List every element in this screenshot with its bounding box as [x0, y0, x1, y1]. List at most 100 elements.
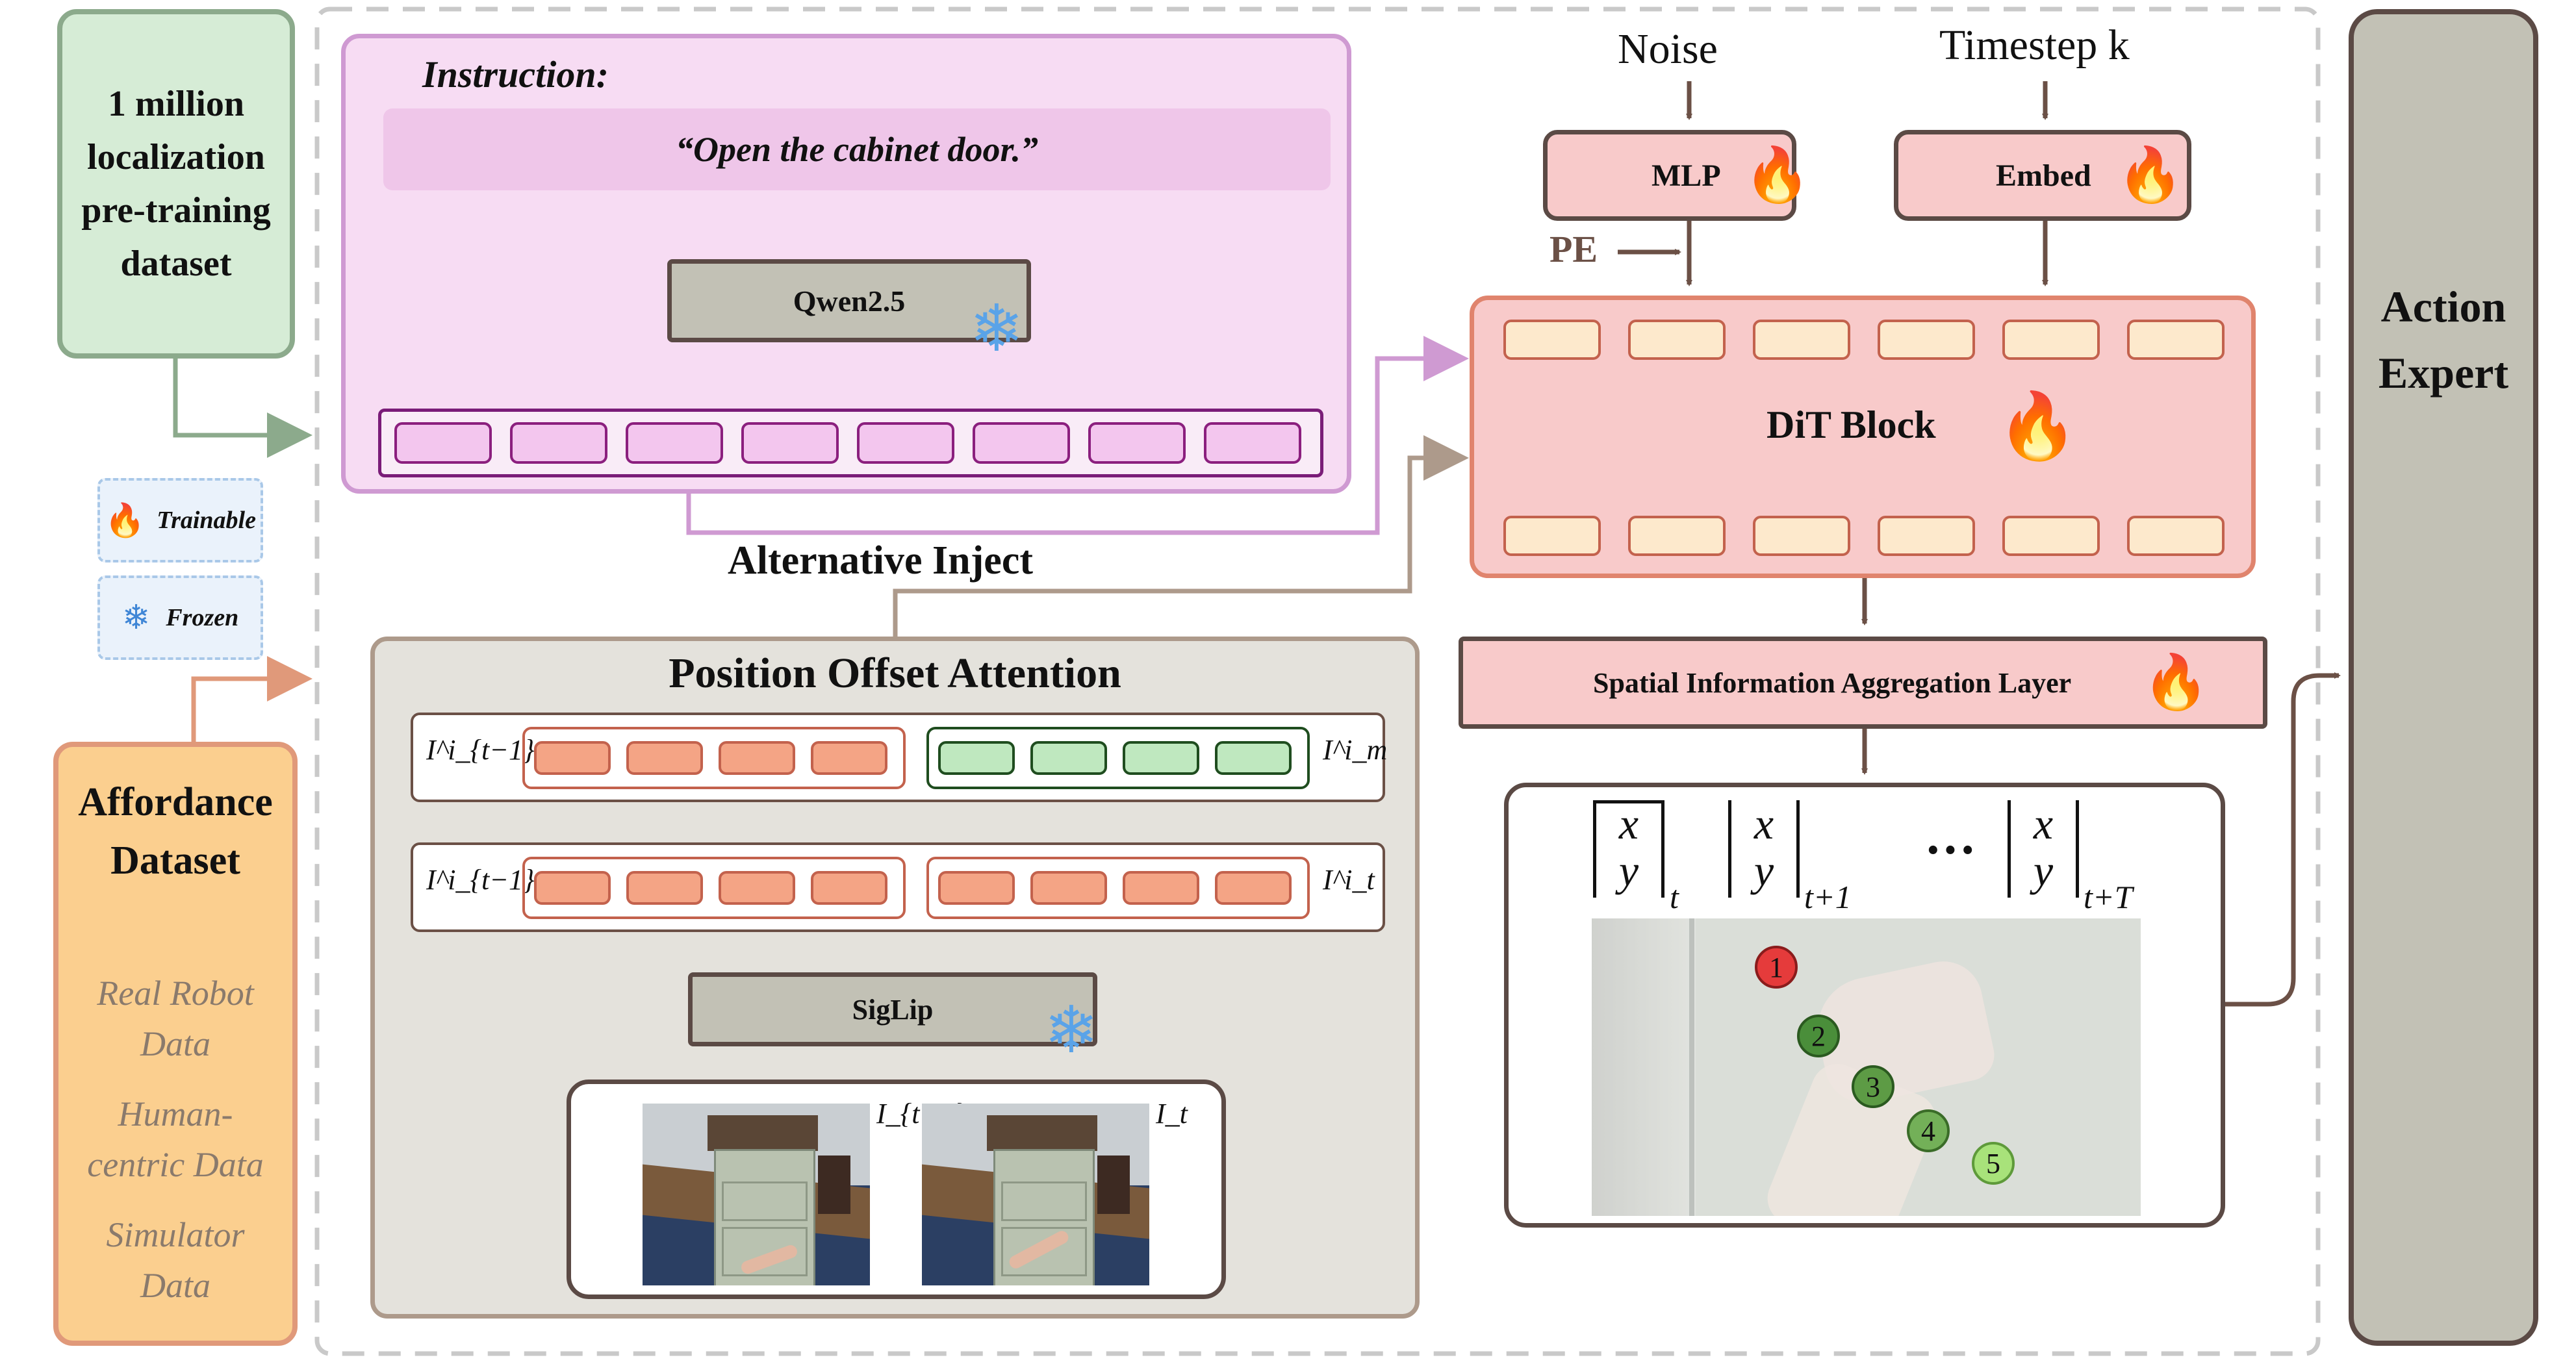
qwen-encoder-label: Qwen2.5 — [793, 284, 906, 318]
affordance-item-human-centric: Human-centric Data — [87, 1094, 264, 1184]
image-token — [938, 871, 1015, 905]
dit-output-token — [1753, 516, 1850, 556]
embed-label: Embed — [1996, 158, 2091, 193]
instruction-text: “Open the cabinet door.” — [675, 130, 1038, 169]
vec-sub-t1: t+1 — [1804, 879, 1852, 915]
dit-input-token — [2002, 320, 2100, 360]
trajectory-point-label: 4 — [1921, 1115, 1935, 1147]
trajectory-point-label: 1 — [1769, 951, 1783, 983]
spatial-aggregation-layer: Spatial Information Aggregation Layer 🔥 — [1459, 637, 2267, 729]
image-token — [626, 741, 703, 775]
instruction-token — [1204, 422, 1301, 464]
snowflake-icon: ❄ — [121, 600, 151, 637]
image-token — [1123, 871, 1199, 905]
trajectory-output-box: x y t x y t+1 ··· x y t+T — [1504, 783, 2225, 1228]
legend-trainable: 🔥 Trainable — [97, 478, 263, 562]
dit-block: DiT Block 🔥 — [1470, 296, 2256, 578]
vec-x: x — [1618, 799, 1639, 848]
instruction-token — [857, 422, 954, 464]
dit-input-token — [2127, 320, 2225, 360]
legend-frozen: ❄ Frozen — [97, 575, 263, 660]
instruction-panel: Instruction: “Open the cabinet door.” Qw… — [341, 34, 1351, 494]
action-expert-box: Action Expert — [2349, 9, 2538, 1346]
legend-frozen-label: Frozen — [166, 604, 239, 631]
image-token — [1215, 871, 1292, 905]
offset-token — [1030, 741, 1107, 775]
dit-output-token — [1628, 516, 1726, 556]
flame-icon: 🔥 — [105, 501, 146, 538]
trajectory-point-4: 4 — [1907, 1109, 1950, 1152]
model-dashed-frame — [314, 6, 2321, 1356]
instruction-token — [741, 422, 839, 464]
instruction-token — [510, 422, 607, 464]
embed-box: Embed 🔥 — [1894, 130, 2191, 221]
spatial-aggregation-label: Spatial Information Aggregation Layer — [1593, 666, 2072, 699]
instruction-text-box: “Open the cabinet door.” — [383, 108, 1331, 190]
timestep-label: Timestep k — [1939, 21, 2130, 69]
siglip-encoder: SigLip — [688, 972, 1097, 1046]
prev-frame-token-group — [522, 857, 906, 919]
dit-input-token — [1628, 320, 1726, 360]
qwen-encoder: Qwen2.5 — [667, 259, 1031, 342]
frame-prev-image — [643, 1104, 870, 1285]
trajectory-point-label: 3 — [1866, 1070, 1880, 1103]
image-token — [534, 871, 611, 905]
legend-trainable-label: Trainable — [157, 507, 256, 534]
prev-frame-token-group — [522, 727, 906, 789]
offset-token — [1215, 741, 1292, 775]
affordance-item-simulator: Simulator Data — [106, 1215, 245, 1305]
flame-icon: 🔥 — [2143, 653, 2210, 712]
dit-block-label: DiT Block — [1766, 403, 1936, 446]
row-mid-right-label: I^i_t — [1323, 864, 1375, 896]
position-offset-attention-panel: Position Offset Attention I^i_{t−1} I^i_… — [370, 637, 1420, 1319]
row-top-right-label: I^i_m — [1323, 734, 1388, 766]
action-expert-label: Action Expert — [2378, 282, 2509, 398]
curr-frame-token-group — [926, 857, 1310, 919]
affordance-title: Affordance Dataset — [78, 780, 273, 883]
trajectory-point-2: 2 — [1797, 1015, 1840, 1057]
vec-y: y — [2033, 846, 2054, 895]
snowflake-icon: ❄ — [969, 293, 1024, 365]
instruction-label: Instruction: — [422, 53, 609, 95]
poa-title: Position Offset Attention — [669, 650, 1121, 697]
instruction-token — [973, 422, 1070, 464]
trajectory-point-5: 5 — [1972, 1142, 2015, 1185]
siglip-encoder-label: SigLip — [852, 993, 934, 1026]
offset-token-group — [926, 727, 1310, 789]
dit-output-token — [1878, 516, 1975, 556]
image-token — [719, 741, 795, 775]
dit-input-token — [1878, 320, 1975, 360]
image-token — [811, 741, 887, 775]
waypoint-vector-tT: x y — [2008, 800, 2079, 898]
poa-row-top: I^i_{t−1} I^i_m — [411, 713, 1388, 802]
instruction-token-row — [378, 409, 1323, 477]
trajectory-point-3: 3 — [1852, 1065, 1894, 1108]
row-top-left-label: I^i_{t−1} — [426, 734, 535, 766]
snowflake-icon: ❄ — [1044, 994, 1099, 1067]
flame-icon: 🔥 — [1997, 390, 2078, 462]
vec-y: y — [1753, 846, 1774, 895]
image-token — [626, 871, 703, 905]
affordance-dataset-box: Affordance Dataset Real Robot Data Human… — [53, 742, 298, 1346]
flame-icon: 🔥 — [2117, 145, 2184, 205]
instruction-token — [1088, 422, 1186, 464]
trajectory-point-label: 2 — [1811, 1020, 1826, 1052]
vec-x: x — [1753, 799, 1774, 848]
frame-curr-label: I_t — [1156, 1098, 1188, 1130]
vec-x: x — [2033, 799, 2054, 848]
trajectory-point-label: 5 — [1986, 1147, 2000, 1180]
pe-label: PE — [1549, 228, 1598, 270]
dit-output-token — [2002, 516, 2100, 556]
instruction-token — [394, 422, 492, 464]
vec-y: y — [1618, 846, 1639, 895]
image-token — [811, 871, 887, 905]
instruction-token — [626, 422, 723, 464]
vec-sub-tT: t+T — [2084, 879, 2133, 915]
mlp-label: MLP — [1651, 158, 1721, 193]
dit-input-token — [1753, 320, 1850, 360]
image-token — [719, 871, 795, 905]
trajectory-ellipsis: ··· — [1924, 822, 1977, 879]
dit-input-token — [1503, 320, 1601, 360]
dit-output-token — [2127, 516, 2225, 556]
